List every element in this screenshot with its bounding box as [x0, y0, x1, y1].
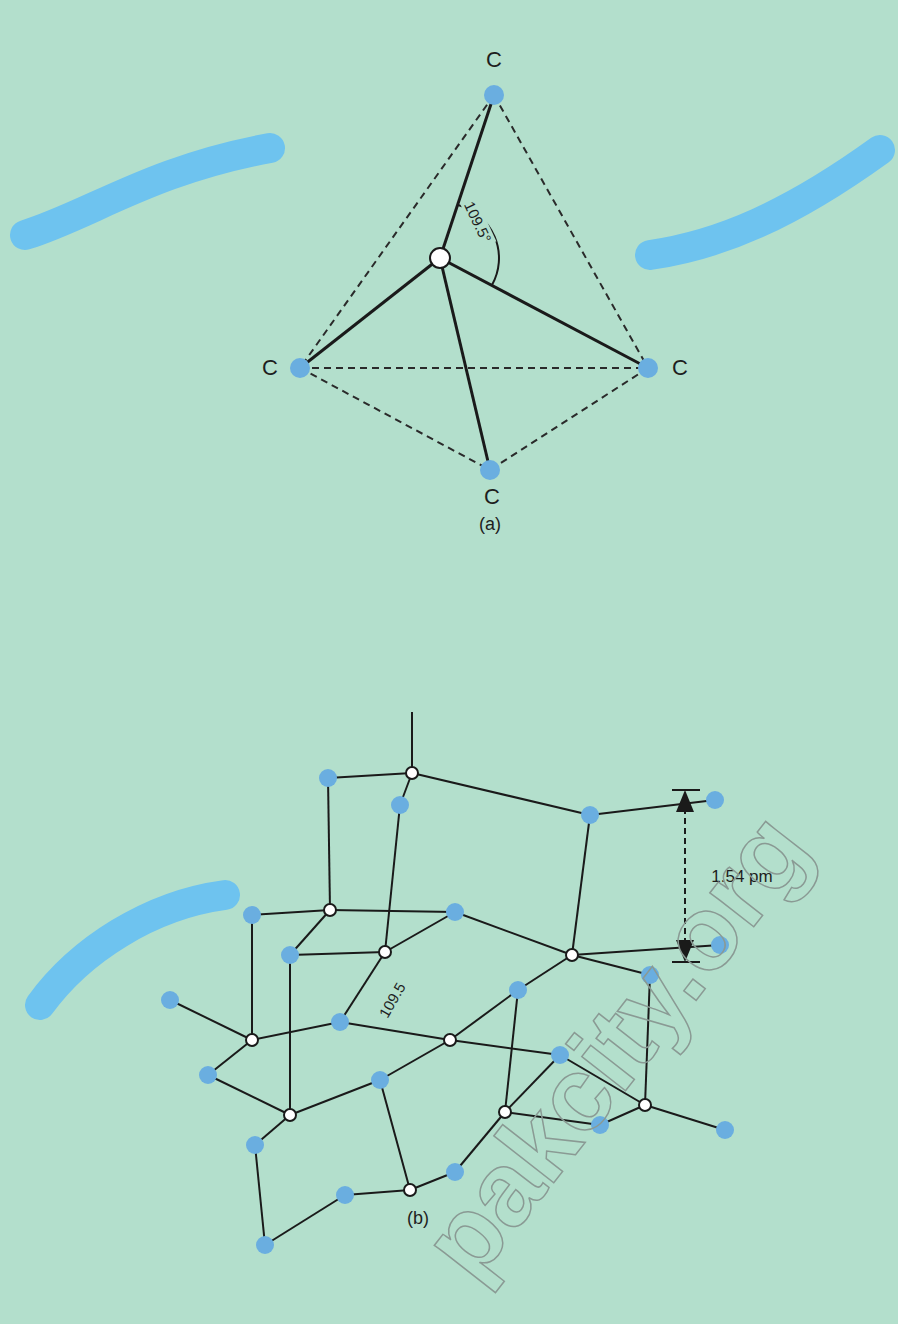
atom-label: C — [262, 357, 278, 379]
atom-label: C — [484, 486, 500, 508]
atom-label: C — [486, 49, 502, 71]
figure-label: (a) — [479, 515, 501, 533]
atom-label: C — [672, 357, 688, 379]
tetrahedron — [290, 85, 658, 480]
ground — [10, 0, 898, 1324]
